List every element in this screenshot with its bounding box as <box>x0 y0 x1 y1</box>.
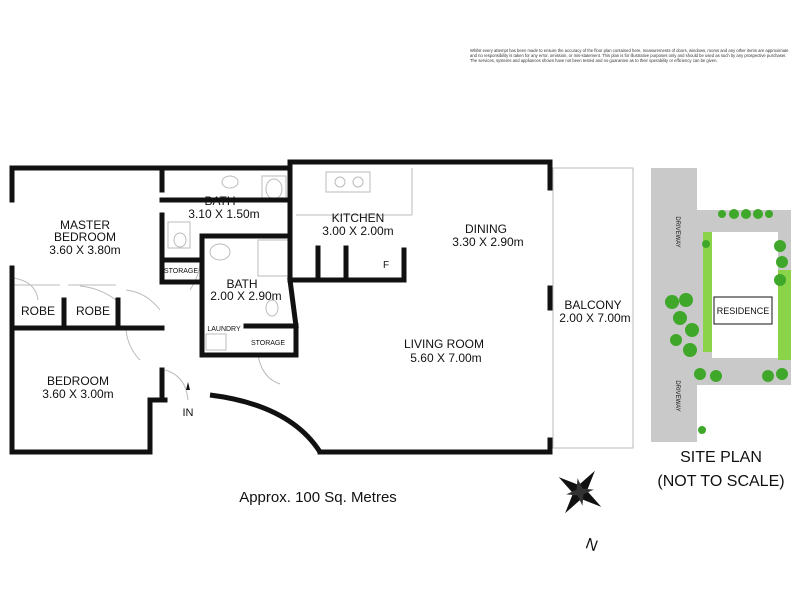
shower-2-icon <box>257 239 289 277</box>
kitchen-label: KITCHEN <box>332 211 385 225</box>
wall-top-left <box>9 165 289 203</box>
door-swing-5 <box>164 369 189 401</box>
entry-label: IN <box>183 407 194 419</box>
toilet-2-icon <box>265 299 279 317</box>
residence-label: RESIDENCE <box>717 306 770 316</box>
site-grass-right <box>778 270 791 360</box>
tree-icon <box>670 334 682 346</box>
tree-icon <box>774 274 786 286</box>
site-plan-subtitle: (NOT TO SCALE) <box>657 473 784 490</box>
driveway-bottom-label: DRIVEWAY <box>674 380 680 411</box>
tree-icon <box>673 311 687 325</box>
robe-label-2: ROBE <box>76 304 110 318</box>
wall-bath2-top <box>199 233 293 293</box>
sink-icon <box>325 171 371 193</box>
door-swing-7 <box>189 261 201 291</box>
tree-icon <box>774 240 786 252</box>
storage-label-1: STORAGE <box>164 268 198 275</box>
tree-icon <box>753 209 763 219</box>
site-grass-left <box>703 232 712 352</box>
door-swing-2 <box>79 285 117 301</box>
tree-icon <box>694 368 706 380</box>
master-bedroom-label-2: BEDROOM <box>54 230 116 244</box>
door-swing-4 <box>125 329 141 361</box>
robe-label-1: ROBE <box>21 304 55 318</box>
door-swing-3 <box>125 289 161 311</box>
area-text: Approx. 100 Sq. Metres <box>239 489 397 506</box>
room-labels: MASTER BEDROOM 3.60 X 3.80m BATH 3.10 X … <box>21 194 631 419</box>
tree-icon <box>665 295 679 309</box>
balcony-outline <box>552 167 634 449</box>
balcony-size: 2.00 X 7.00m <box>559 311 630 325</box>
bedroom-label: BEDROOM <box>47 374 109 388</box>
bathtub-inner-icon <box>265 178 283 200</box>
tree-icon <box>685 323 699 337</box>
wall-left <box>9 265 168 455</box>
dining-size: 3.30 X 2.90m <box>452 235 523 249</box>
wall-corner <box>287 277 299 329</box>
site-plan-title: SITE PLAN <box>680 449 762 466</box>
basin-icon <box>221 175 239 189</box>
tree-icon <box>776 256 788 268</box>
bath1-size: 3.10 X 1.50m <box>188 207 259 221</box>
entry-arrow-icon <box>186 382 190 390</box>
basin-2-icon <box>209 243 231 261</box>
curved-wall <box>209 392 323 454</box>
compass-north-label: N <box>583 535 600 555</box>
tree-icon <box>718 210 726 218</box>
residence-box <box>713 296 773 325</box>
door-swing <box>13 277 39 301</box>
tree-icon <box>765 210 773 218</box>
tree-icon <box>698 426 706 434</box>
sink-bowl-icon <box>334 176 346 188</box>
disclaimer-text: Whilst every attempt has been made to en… <box>470 48 789 64</box>
tree-icon <box>729 209 739 219</box>
tree-icon <box>710 370 722 382</box>
site-plan: RESIDENCE DRIVEWAY DRIVEWAY SITE PLAN <box>651 168 791 490</box>
door-swing-6 <box>257 354 281 385</box>
tree-icon <box>683 343 697 357</box>
fixtures <box>13 167 634 449</box>
master-bedroom-size: 3.60 X 3.80m <box>49 243 120 257</box>
sink-bowl-2-icon <box>352 176 364 188</box>
site-driveway-top-area <box>697 168 791 210</box>
storage-label-2: STORAGE <box>251 340 285 347</box>
compass-icon: N <box>558 470 602 555</box>
bath2-size: 2.00 X 2.90m <box>210 289 281 303</box>
toilet-icon <box>173 232 187 248</box>
tree-icon <box>702 240 710 248</box>
wall-top-right <box>287 159 553 191</box>
bedroom-size: 3.60 X 3.00m <box>42 387 113 401</box>
driveway-top-label: DRIVEWAY <box>674 216 680 247</box>
fridge-label: F <box>383 260 389 271</box>
laundry-tub-icon <box>205 333 227 351</box>
wall-laundry <box>199 287 253 358</box>
tree-icon <box>741 209 751 219</box>
tree-icon <box>776 368 788 380</box>
kitchen-size: 3.00 X 2.00m <box>322 224 393 238</box>
bath2-label: BATH <box>226 277 257 291</box>
bath1-label: BATH <box>204 194 235 208</box>
site-trees <box>665 209 788 434</box>
master-bedroom-label-1: MASTER <box>60 218 110 232</box>
balcony-label: BALCONY <box>564 298 621 312</box>
wall-storage <box>243 323 299 358</box>
shower-icon <box>167 221 191 249</box>
tree-icon <box>679 293 693 307</box>
walls <box>9 159 553 455</box>
tree-icon <box>762 370 774 382</box>
site-driveway-bottom-area <box>697 385 791 442</box>
site-residence-block <box>712 232 778 358</box>
laundry-label: LAUNDRY <box>207 326 241 333</box>
living-room-size: 5.60 X 7.00m <box>410 351 481 365</box>
dining-label: DINING <box>465 222 507 236</box>
living-room-label: LIVING ROOM <box>404 337 484 351</box>
